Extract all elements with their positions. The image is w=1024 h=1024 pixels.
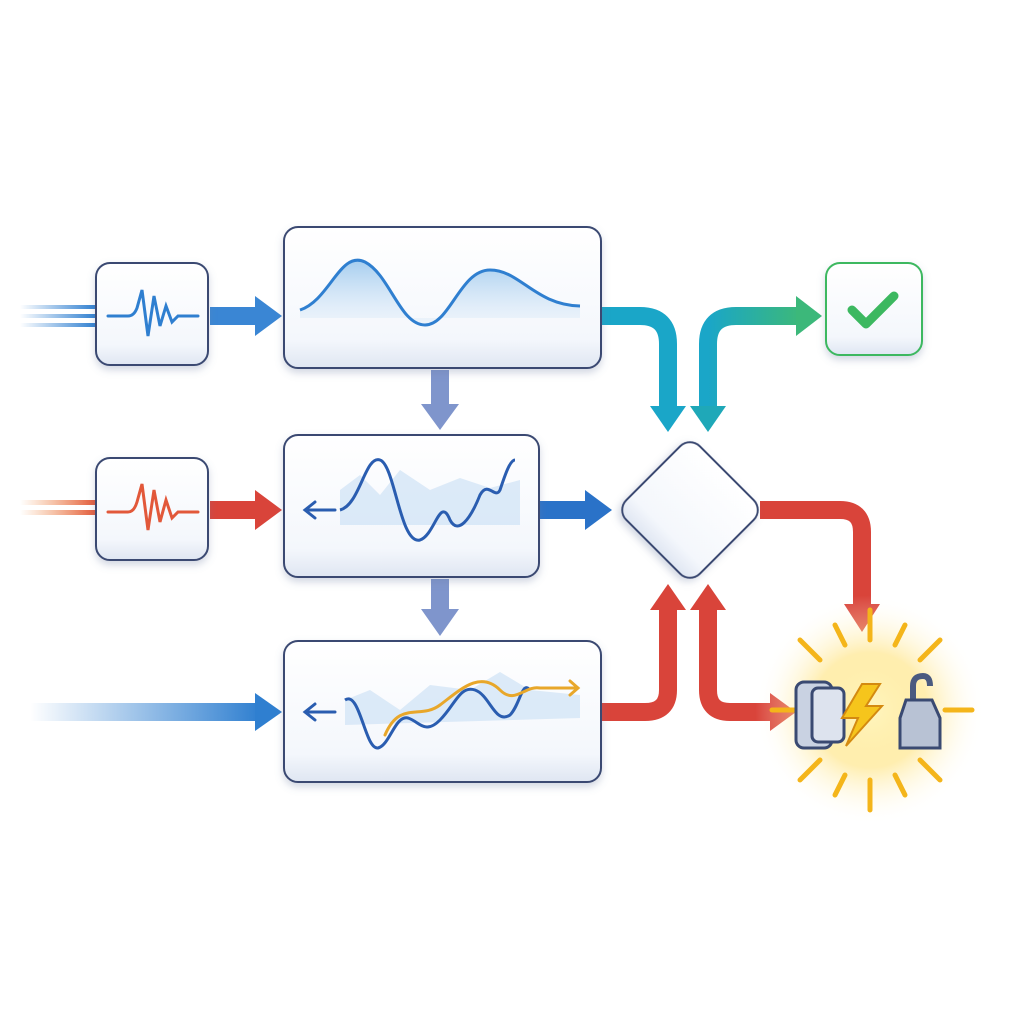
- success-node[interactable]: [825, 262, 923, 356]
- arrow-process3-to-decision: [601, 584, 686, 721]
- arrow-process1-to-decision: [601, 307, 686, 432]
- input-signal-1-node[interactable]: [95, 262, 209, 366]
- checkmark-icon: [847, 291, 899, 329]
- process-3-node[interactable]: [283, 640, 602, 783]
- mixed-wave-icon: [344, 686, 532, 750]
- waveform-icon: [106, 289, 200, 337]
- arrow-process2-to-decision: [540, 490, 612, 530]
- arrow-process2-to-process3: [421, 579, 459, 636]
- arrow-process1-to-process2: [421, 370, 459, 430]
- input-line-2: [20, 500, 96, 515]
- power-plug-spark-icon: [794, 672, 942, 750]
- input-arrow-3: [30, 693, 282, 731]
- arrow-decision-to-success: [690, 296, 822, 432]
- process-1-node[interactable]: [283, 226, 602, 369]
- arrow-input1-to-process1: [210, 296, 282, 336]
- arrow-input2-to-process2: [210, 490, 282, 530]
- waveform-icon: [106, 483, 200, 531]
- failure-node: [755, 595, 985, 825]
- arrow-left-icon: [302, 702, 337, 722]
- decision-node[interactable]: [616, 436, 763, 583]
- smooth-wave-icon: [299, 258, 581, 327]
- noisy-wave-icon: [339, 458, 516, 542]
- process-2-node[interactable]: [283, 434, 540, 578]
- input-signal-2-node[interactable]: [95, 457, 209, 561]
- arrow-left-icon: [302, 500, 337, 520]
- input-line-1: [20, 305, 96, 327]
